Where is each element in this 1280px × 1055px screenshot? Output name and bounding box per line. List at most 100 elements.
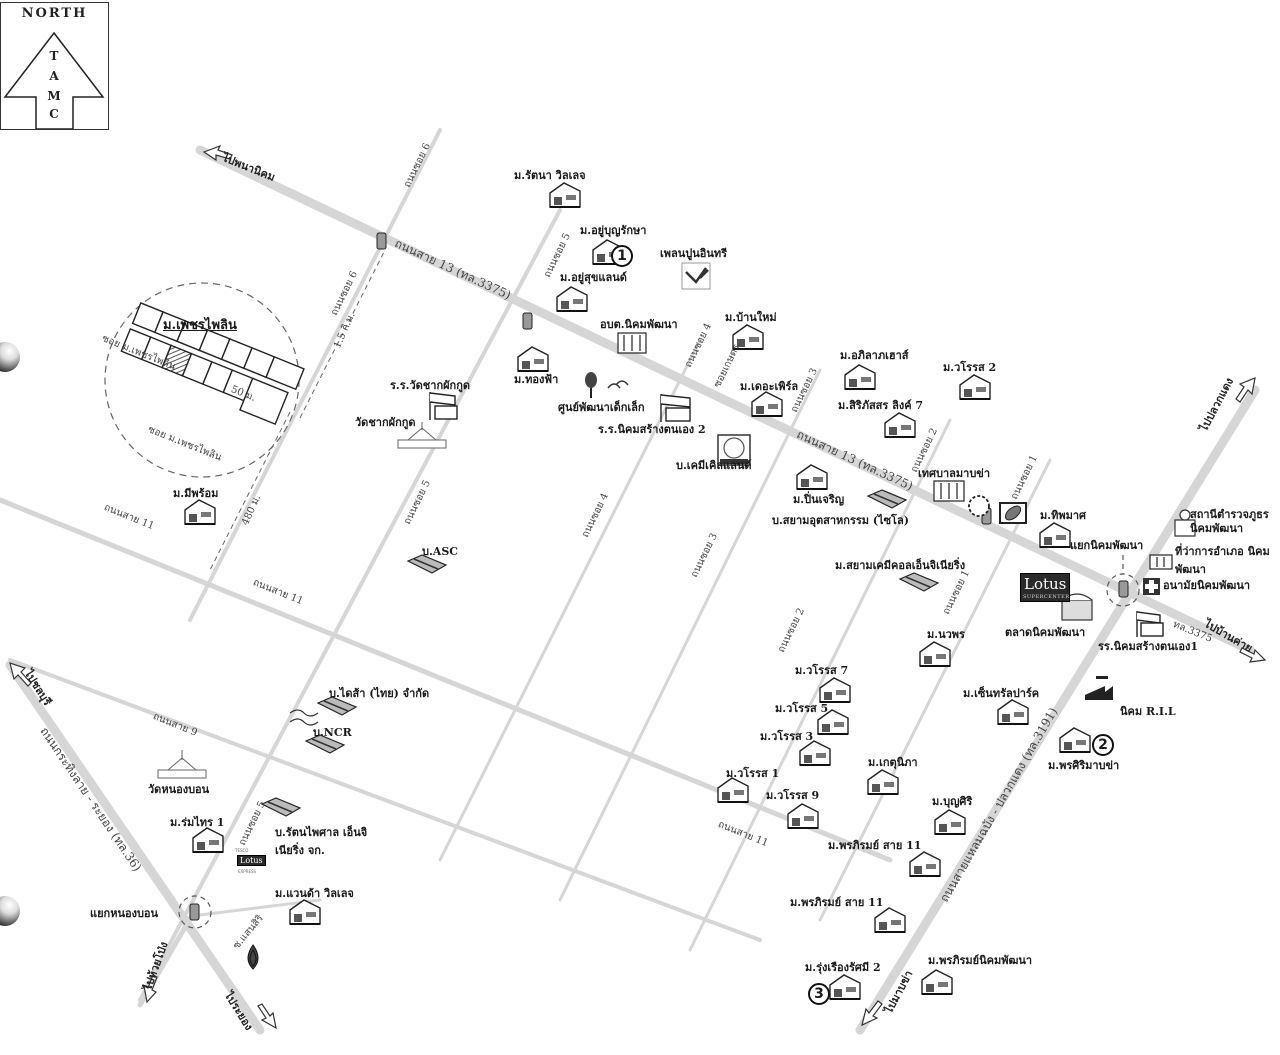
- place-label: อบต.นิคมพัฒนา: [600, 318, 678, 331]
- house-icon: [549, 182, 581, 208]
- place-label: ศูนย์พัฒนาเด็กเล็ก: [558, 401, 645, 414]
- road-soi-4: [438, 338, 702, 862]
- traffic-lights: [189, 232, 1129, 921]
- house-icon: [517, 346, 549, 372]
- junction-circle-nongbon: [178, 895, 212, 929]
- arrow-to-phananikhom: [202, 144, 233, 162]
- road-highway-36: [5, 660, 265, 1035]
- place-label: ม.มีพร้อม: [173, 487, 219, 500]
- place-label: ม.อภิลาภเฮาส์: [840, 349, 909, 362]
- place-label: บ.NCR: [313, 726, 352, 739]
- place-label: ม.ทิพมาศ: [1040, 509, 1086, 522]
- house-icon: [717, 777, 749, 803]
- factory-icon: [316, 696, 358, 716]
- place-label: บ.ASC: [422, 545, 459, 558]
- house-icons: [184, 182, 1091, 1000]
- road-soi-3: [558, 368, 822, 902]
- children-icon: [607, 380, 629, 389]
- marker-3: 3: [808, 983, 830, 1005]
- place-label: แยกหนองบอน: [90, 907, 159, 920]
- factory-icon: [260, 797, 302, 817]
- place-label: ม.บุญศิริ: [932, 795, 973, 808]
- place-label: ที่ว่าการอำเภอ นิคมพัฒนา: [1175, 545, 1270, 576]
- lotus-supercenter-logo: Lotus SUPERCENTER: [1020, 573, 1071, 602]
- road-sai-13: [195, 145, 1255, 655]
- place-label: บ.เคมีเคิลแลนด์: [676, 459, 752, 472]
- place-label: ม.อยู่สุขแลนด์: [560, 271, 627, 284]
- house-icon: [1059, 727, 1091, 753]
- compass-letter-t: T: [49, 49, 59, 63]
- lotus-express-top: TESCO: [235, 848, 249, 853]
- factory-icon: [304, 734, 346, 754]
- place-label: ม.อยู่บุญรักษา: [580, 224, 647, 237]
- compass-title: NORTH: [21, 6, 88, 21]
- house-icon: [751, 391, 783, 417]
- lotus-logo-subtitle: SUPERCENTER: [1023, 594, 1070, 600]
- house-icon: [184, 499, 216, 525]
- police-icon: [1174, 509, 1196, 537]
- place-label: ม.วโรรส 9: [766, 789, 820, 802]
- house-icon: [867, 769, 899, 795]
- place-label: ม.วโรรส 5: [775, 702, 829, 715]
- place-label: ร.ร.นิคมสร้างตนเอง 2: [598, 423, 706, 436]
- lotus-express-logo: Lotus: [237, 855, 266, 866]
- arrow-to-huaypong: [143, 974, 158, 1004]
- house-icon: [909, 851, 941, 877]
- place-label: ม.บ้านใหม่: [725, 311, 777, 324]
- factory-icon: [406, 554, 448, 574]
- traffic-light-icon: [1118, 580, 1129, 598]
- factory-icon: [898, 572, 940, 592]
- house-icon: [959, 374, 991, 400]
- road-soi-2: [688, 418, 952, 952]
- place-label: เทศบาลมาบข่า: [918, 467, 990, 480]
- place-label: สถานีตำรวจภูธร นิคมพัฒนา: [1190, 508, 1269, 536]
- house-icon: [921, 969, 953, 995]
- house-icon: [799, 740, 831, 766]
- inset-leader-line-2: [299, 249, 386, 419]
- place-label: ม.พรภิรมย์นิคมพัฒนา: [928, 954, 1033, 967]
- place-label: ตลาดนิคมพัฒนา: [1005, 626, 1086, 639]
- place-label: บ.สยามอุตสาหกรรม (ไซโล): [772, 514, 909, 527]
- road-soi-6: [188, 128, 442, 622]
- factory-icons: [260, 489, 940, 817]
- place-label: ม.สิริภัสสร ลิงค์ 7: [838, 399, 924, 412]
- arrow-to-makha: [861, 1000, 883, 1027]
- arrow-to-chonburi: [9, 662, 32, 687]
- municipality-seal-icon: [968, 495, 990, 517]
- tree-icon: [585, 372, 597, 398]
- marker-2: 2: [1092, 734, 1114, 756]
- place-label: รร.นิคมสร้างตนเอง1: [1098, 640, 1198, 653]
- house-icon: [556, 286, 588, 312]
- place-label: ม.วโรรส 7: [795, 664, 849, 677]
- arrow-to-bankhai: [1239, 647, 1267, 663]
- binder-hole-icon: [0, 896, 20, 926]
- place-label: ม.รัตนา วิลเลจ: [514, 169, 586, 182]
- marker-1: 1: [611, 245, 633, 267]
- traffic-light-icon: [189, 903, 200, 921]
- place-label: ม.แวนด้า วิลเลจ: [275, 887, 354, 900]
- house-icon: [819, 677, 851, 703]
- place-label: อนามัยนิคมพัฒนา: [1163, 579, 1251, 592]
- road-soi-1: [818, 458, 1052, 922]
- traffic-light-icon: [376, 232, 387, 250]
- house-icon: [817, 709, 849, 735]
- inset-map: [104, 249, 386, 571]
- house-icon: [934, 809, 966, 835]
- compass-letter-c: C: [49, 107, 59, 121]
- place-label: ม.สยามเคมีคอลเอ็นจิเนียริ่ง: [835, 559, 966, 572]
- house-icon: [732, 324, 764, 350]
- place-label: ม.วโรรส 3: [760, 730, 814, 743]
- place-label: ม.พรภิรมย์ สาย 11: [828, 839, 922, 852]
- house-icon: [787, 803, 819, 829]
- place-label: ม.เดอะเพิร์ล: [740, 380, 799, 393]
- place-label: นิคม R.I.L: [1120, 705, 1176, 718]
- place-label: ม.พรศิริมาบข่า: [1048, 759, 1120, 772]
- place-label: บ.ไดส้า (ไทย) จำกัด: [329, 687, 430, 700]
- house-icon: [192, 827, 224, 853]
- place-label: ร.ร.วัดชากผักกูด: [390, 379, 471, 392]
- house-icon: [829, 974, 861, 1000]
- lotus-logo-text: Lotus: [1024, 575, 1067, 593]
- road-network: [0, 128, 1260, 1035]
- house-icon: [796, 464, 828, 490]
- binder-hole-icon: [0, 342, 20, 372]
